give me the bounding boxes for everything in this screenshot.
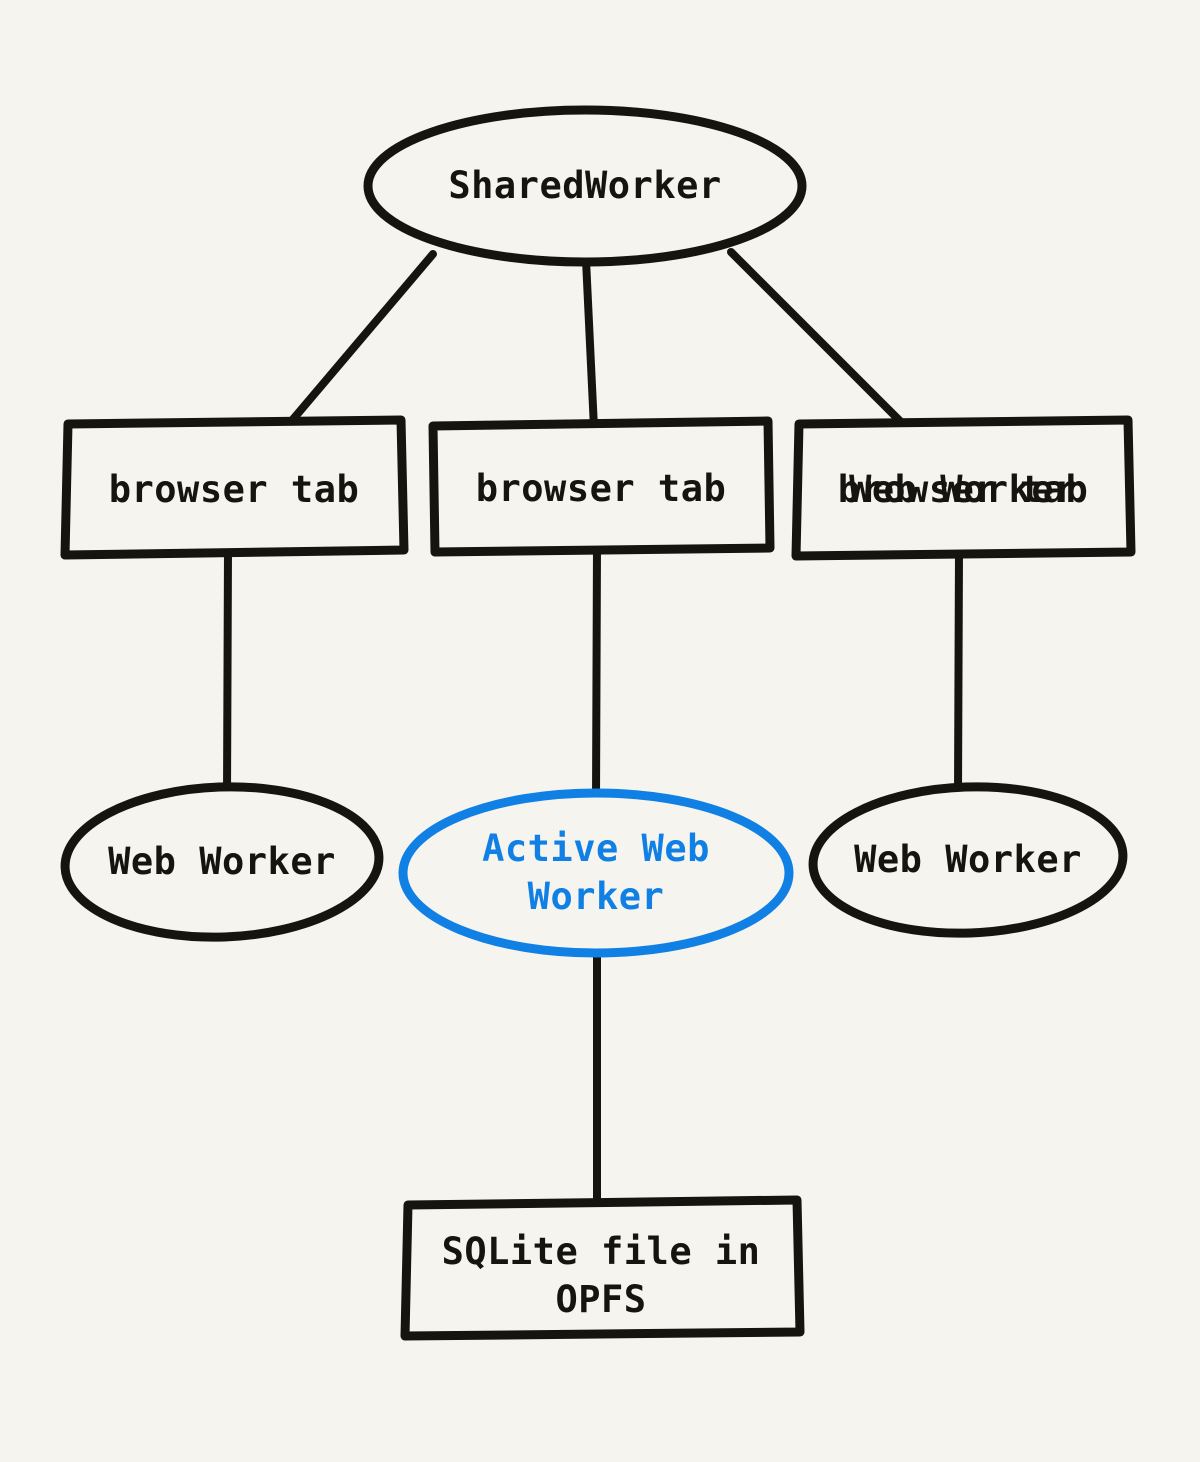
edge-sharedworker-tab-left (285, 250, 437, 428)
node-sqlite-rect (400, 1195, 805, 1341)
label-sharedworker: SharedWorker (448, 164, 722, 207)
label-worker-active: Active Web Worker (482, 827, 710, 918)
node-tab-left-rect (60, 415, 409, 560)
edge-tab-center-worker-active (592, 542, 601, 804)
node-tab-right-rect (791, 415, 1136, 561)
node-worker-active-ellipse (398, 788, 794, 958)
node-worker-right-ellipse (808, 782, 1128, 938)
edge-sharedworker-tab-right (727, 248, 907, 428)
label-tab-right: browser tab (837, 468, 1089, 511)
node-tab-center-rect (428, 416, 775, 557)
edge-tab-right-worker-right (954, 547, 963, 796)
node-sharedworker-ellipse (363, 105, 807, 267)
label-worker-right: Web Worker (854, 838, 1082, 881)
label-tab-center: browser tab (475, 467, 727, 510)
label-worker-left: Web Worker (108, 840, 336, 883)
edge-sharedworker-tab-center (582, 256, 598, 432)
edge-tab-left-worker-left (223, 546, 232, 799)
node-worker-left-ellipse (60, 782, 384, 942)
label-tab-left: browser tab (108, 468, 360, 511)
label-sqlite: SQLite file in OPFS (441, 1230, 761, 1321)
label-tab-right: Web Worker (849, 468, 1077, 511)
